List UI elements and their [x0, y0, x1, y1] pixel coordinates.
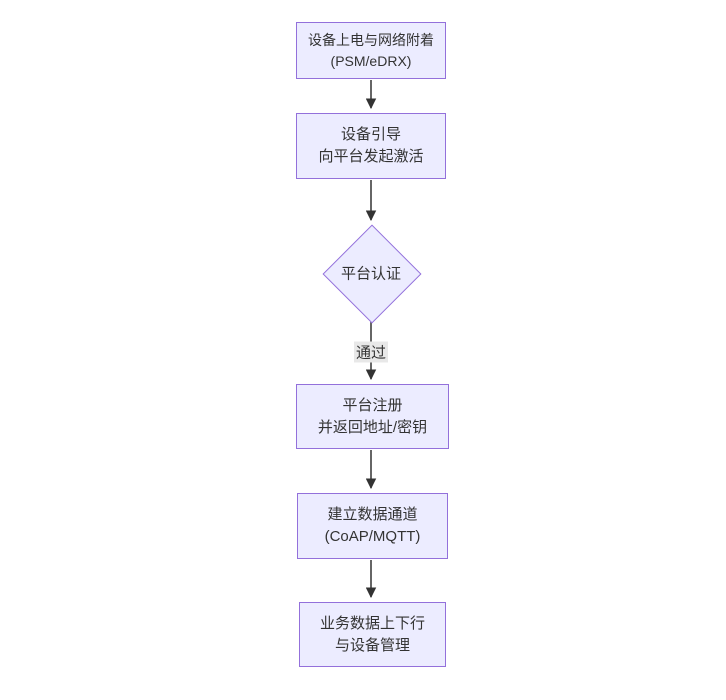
- node-platform-register: 平台注册 并返回地址/密钥: [296, 384, 449, 449]
- node-business-data-line2: 与设备管理: [334, 636, 410, 654]
- node-data-channel: 建立数据通道 (CoAP/MQTT): [297, 493, 448, 559]
- node-data-channel-line2: (CoAP/MQTT): [324, 528, 421, 545]
- node-platform-register-line2: 并返回地址/密钥: [317, 418, 428, 436]
- node-bootstrap: 设备引导 向平台发起激活: [296, 113, 446, 179]
- node-data-channel-line1: 建立数据通道: [327, 506, 418, 523]
- node-business-data-line1: 业务数据上下行: [319, 614, 425, 632]
- node-power-attach-line2: (PSM/eDRX): [330, 52, 412, 69]
- node-platform-auth-label: 平台认证: [340, 265, 402, 283]
- node-business-data: 业务数据上下行 与设备管理: [299, 602, 446, 667]
- node-bootstrap-line2: 向平台发起激活: [318, 148, 424, 165]
- node-bootstrap-line1: 设备引导: [340, 126, 401, 143]
- node-power-attach-line1: 设备上电与网络附着: [308, 31, 434, 48]
- edge-label-pass: 通过: [353, 341, 389, 363]
- node-platform-register-line1: 平台注册: [342, 396, 403, 414]
- node-power-attach: 设备上电与网络附着 (PSM/eDRX): [296, 22, 446, 79]
